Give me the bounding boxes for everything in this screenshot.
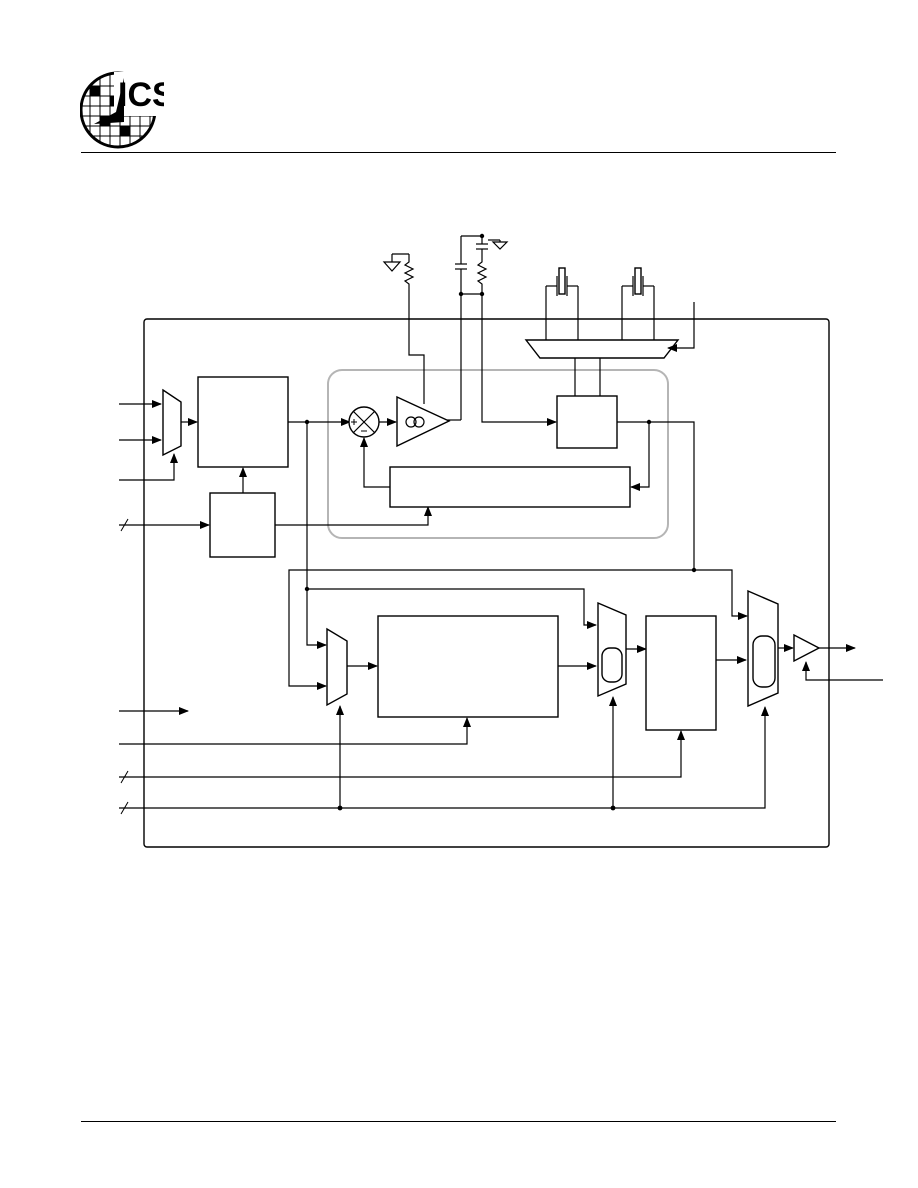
select-bus <box>119 706 769 809</box>
crystal-select-mux <box>524 339 680 359</box>
footer-rule <box>81 1121 836 1122</box>
crystal-1 <box>545 267 579 340</box>
post-divider-block <box>377 615 559 718</box>
ics-logo: ICS <box>80 71 164 149</box>
phase-detector <box>348 406 380 438</box>
pll-group-outline <box>327 369 669 539</box>
crystal-select-line <box>667 302 695 352</box>
input-divider-block <box>197 376 289 468</box>
input-mux <box>162 388 182 457</box>
charge-pump <box>396 395 451 448</box>
control-block <box>209 492 276 558</box>
output-enable-line <box>802 661 883 681</box>
ground-symbol <box>382 253 409 272</box>
crystal-2 <box>621 267 655 340</box>
loop-filter <box>447 233 557 426</box>
feedback-divider-block <box>389 466 631 508</box>
output-buffer <box>793 633 821 663</box>
filter-resistor <box>403 254 425 404</box>
header-rule <box>81 152 836 153</box>
post-divider-mux <box>326 627 348 707</box>
logo-wordmark: ICS <box>118 76 164 114</box>
vco-block <box>556 395 618 449</box>
output-divider-block <box>645 615 717 731</box>
output-divider-bus <box>119 730 685 778</box>
input-select-line <box>119 453 178 481</box>
